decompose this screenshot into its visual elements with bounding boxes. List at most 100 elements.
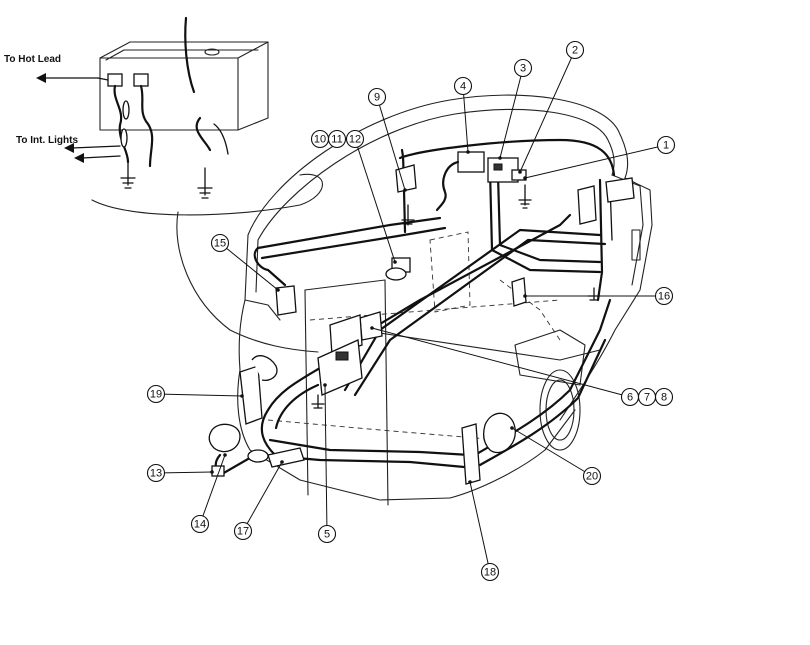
callout-number-9: 9: [374, 92, 380, 104]
callout-leader-6: [371, 327, 631, 398]
callout-leader-end-9: [403, 188, 407, 192]
callout-leader-9: [376, 96, 406, 191]
callout-8: 8: [654, 387, 674, 407]
power-cord-coil: [208, 423, 241, 453]
callout-leader-end-1: [523, 176, 527, 180]
callout-leader-13: [155, 471, 213, 474]
callout-number-2: 2: [572, 45, 578, 57]
callout-number-4: 4: [460, 81, 466, 93]
callout-circle-13: [146, 463, 166, 483]
converter-5: [317, 339, 363, 396]
inset-leader-line: [176, 211, 319, 353]
callout-11: 11: [327, 129, 347, 149]
marker-lamp-15: [275, 285, 297, 316]
door-frame: [304, 279, 389, 506]
callout-leader-end-17: [280, 460, 284, 464]
hot-lead-arrow: [36, 73, 46, 83]
rear-wheel: [539, 369, 581, 451]
callout-5: 5: [317, 524, 337, 544]
callout-14: 14: [190, 514, 210, 534]
tail-lamp-18: [461, 423, 481, 485]
callout-leader-end-18: [468, 480, 472, 484]
callout-number-12: 12: [349, 134, 361, 146]
battery-cable: [184, 16, 196, 94]
callout-number-8: 8: [661, 392, 667, 404]
relay-2: [511, 169, 527, 181]
callout-18: 18: [480, 562, 500, 582]
callout-1: 1: [656, 135, 676, 155]
callout-leader-15: [219, 242, 279, 291]
callout-16: 16: [654, 286, 674, 306]
callout-leader-end-4: [466, 150, 470, 154]
callout-9: 9: [367, 87, 387, 107]
callout-number-18: 18: [484, 567, 496, 579]
relay-4: [457, 151, 485, 173]
callout-circle-20: [582, 466, 602, 486]
inset-ground-1: [120, 161, 136, 189]
callout-number-14: 14: [194, 519, 206, 531]
callout-20: 20: [582, 466, 602, 486]
callout-circle-1: [656, 135, 676, 155]
callout-circle-3: [513, 58, 533, 78]
callout-leader-end-12: [393, 260, 397, 264]
rear-box: [605, 177, 635, 203]
callout-number-15: 15: [214, 238, 226, 250]
callout-15: 15: [210, 233, 230, 253]
callout-leader-end-20: [510, 426, 514, 430]
fuse-holder-2: [120, 128, 128, 148]
callout-circle-17: [233, 521, 253, 541]
callout-number-16: 16: [658, 291, 670, 303]
callout-circle-4: [453, 76, 473, 96]
callout-number-5: 5: [324, 529, 330, 541]
callout-leader-1: [524, 144, 667, 179]
callout-leader-end-16: [523, 294, 527, 298]
callout-leader-17: [242, 461, 283, 532]
callout-number-10: 10: [314, 134, 326, 146]
callout-circle-16: [654, 286, 674, 306]
label-to-hot-lead: To Hot Lead: [4, 54, 61, 65]
callout-6: 6: [620, 387, 640, 407]
callout-leader-end-13: [210, 470, 214, 474]
callout-circle-2: [565, 40, 585, 60]
callout-7: 7: [637, 387, 657, 407]
callout-number-1: 1: [663, 140, 669, 152]
callout-leader-14: [199, 454, 226, 525]
fuse-holder-1: [122, 100, 130, 120]
callout-number-13: 13: [150, 468, 162, 480]
roof-light-9: [395, 164, 417, 193]
callout-leader-2: [519, 49, 576, 173]
callout-number-11: 11: [331, 134, 342, 146]
callout-leader-end-5: [323, 383, 327, 387]
inset-boundary: [91, 173, 324, 216]
callout-circle-8: [654, 387, 674, 407]
callout-10: 10: [310, 129, 330, 149]
callout-12: 12: [345, 129, 365, 149]
callout-leader-12: [354, 138, 396, 263]
callout-number-3: 3: [520, 63, 526, 75]
callout-17: 17: [233, 521, 253, 541]
callout-number-7: 7: [644, 392, 650, 404]
callout-leader-5: [324, 384, 328, 535]
components: [208, 151, 635, 485]
callout-2: 2: [565, 40, 585, 60]
battery-box: [99, 41, 269, 131]
inset-ground-2: [197, 167, 213, 199]
callout-number-6: 6: [627, 392, 633, 404]
callout-leader-19: [155, 393, 243, 397]
front-lamp-19: [239, 365, 263, 425]
rear-roof-light: [577, 185, 597, 225]
roof-outline: [247, 94, 629, 236]
callout-leader-end-19: [240, 394, 244, 398]
callout-circle-12: [345, 129, 365, 149]
label-to-int-lights: To Int. Lights: [16, 135, 78, 146]
int-lights-arrow-1: [64, 143, 74, 153]
callout-leader-18: [469, 481, 491, 573]
callout-leader-20: [511, 427, 593, 477]
rear-lamp-20: [483, 412, 516, 454]
callout-circle-18: [480, 562, 500, 582]
inset-detail: To Hot Lead To Int. Lights: [4, 16, 324, 353]
callout-circle-5: [317, 524, 337, 544]
